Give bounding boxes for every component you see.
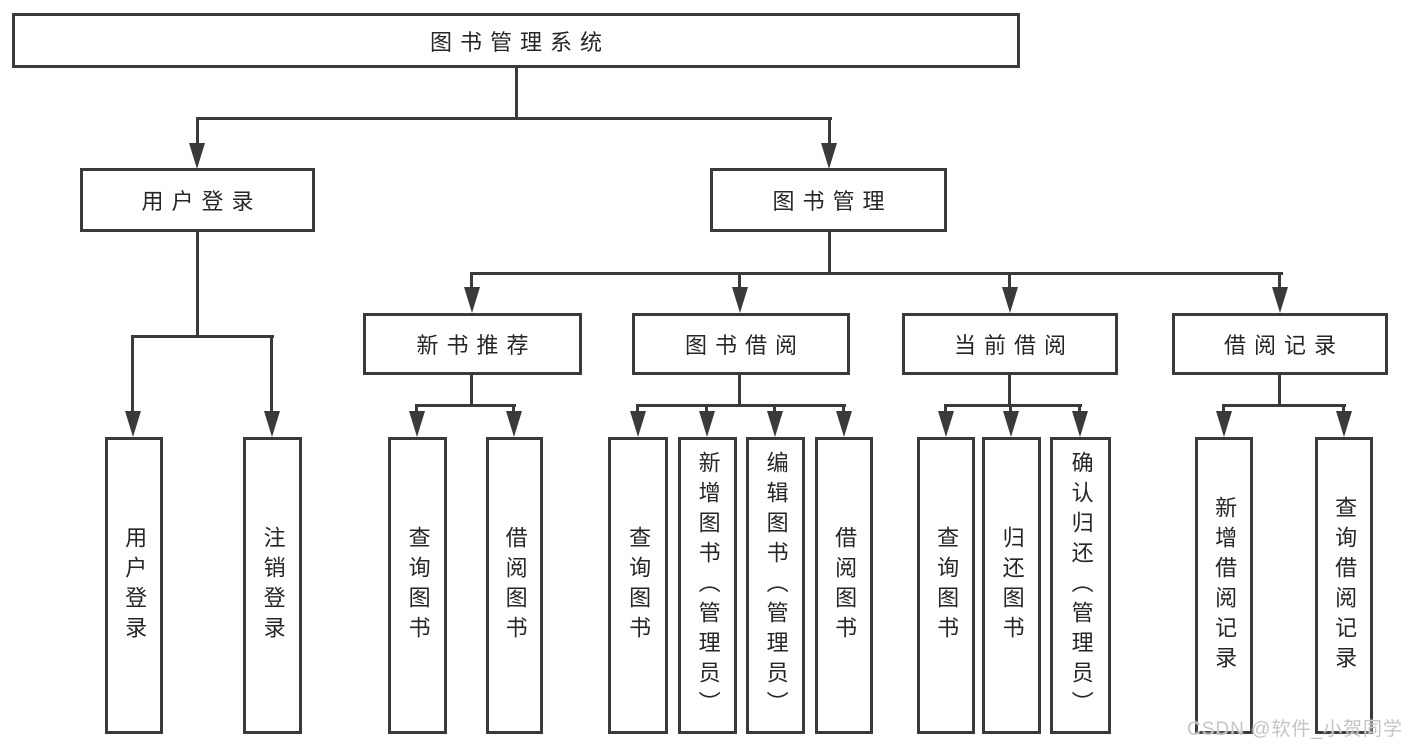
node-label: 当前借阅	[953, 333, 1074, 358]
node-label: 编辑图书（管理员）	[763, 450, 789, 721]
connector-borrow-records-drop	[1278, 275, 1281, 289]
leaf-return-books: 归还图书	[982, 437, 1041, 734]
node-label: 用户登录	[141, 189, 262, 214]
connector-login-drop	[131, 338, 134, 412]
connector-logout-drop	[270, 338, 273, 412]
connector-drop	[1222, 407, 1225, 413]
connector-book-borrowing-horizontal	[636, 404, 846, 407]
connector-root-horizontal	[196, 117, 832, 120]
node-library-management-system: 图书管理系统	[12, 13, 1020, 68]
connector-drop	[842, 407, 845, 413]
connector-drop	[512, 407, 515, 413]
arrow-to-new-book-recommendation	[464, 287, 480, 313]
connector-new-book-stem	[470, 375, 473, 407]
node-label: 用户登录	[122, 525, 148, 646]
leaf-borrow-books-1: 借阅图书	[486, 437, 543, 734]
connector-book-management-stem	[828, 232, 831, 275]
connector-borrow-records-horizontal	[1222, 404, 1346, 407]
connector-new-book-horizontal	[415, 404, 516, 407]
arrow-to-borrow-books-1	[506, 411, 522, 437]
node-label: 新增图书（管理员）	[695, 450, 721, 721]
leaf-query-books-1: 查询图书	[388, 437, 447, 734]
node-book-borrowing: 图书借阅	[632, 313, 850, 375]
node-label: 归还图书	[999, 525, 1025, 646]
leaf-edit-books-admin: 编辑图书（管理员）	[746, 437, 805, 734]
leaf-add-borrow-record: 新增借阅记录	[1195, 437, 1253, 734]
arrow-to-book-borrowing	[732, 287, 748, 313]
node-label: 确认归还（管理员）	[1068, 450, 1094, 721]
node-label: 注销登录	[260, 525, 286, 646]
node-current-borrowing: 当前借阅	[902, 313, 1118, 375]
arrow-to-query-books-3	[938, 411, 954, 437]
connector-book-management-horizontal	[470, 272, 1283, 275]
leaf-query-borrow-record: 查询借阅记录	[1315, 437, 1373, 734]
connector-drop	[944, 407, 947, 413]
arrow-to-return-books	[1003, 411, 1019, 437]
node-label: 新增借阅记录	[1212, 495, 1238, 676]
node-label: 借阅记录	[1223, 333, 1344, 358]
arrow-to-query-borrow-record	[1336, 411, 1352, 437]
arrow-to-current-borrowing	[1002, 287, 1018, 313]
csdn-watermark: CSDN @软件_小贺同学	[1187, 719, 1403, 740]
connector-current-borrowing-horizontal	[944, 404, 1082, 407]
arrow-to-borrow-books-2	[836, 411, 852, 437]
leaf-add-books-admin: 新增图书（管理员）	[678, 437, 737, 734]
leaf-borrow-books-2: 借阅图书	[815, 437, 873, 734]
node-new-book-recommendation: 新书推荐	[363, 313, 582, 375]
connector-drop	[415, 407, 418, 413]
node-borrow-records: 借阅记录	[1172, 313, 1388, 375]
leaf-query-books-2: 查询图书	[608, 437, 668, 734]
connector-borrow-records-stem	[1278, 375, 1281, 407]
connector-drop	[773, 407, 776, 413]
arrow-to-add-books	[699, 411, 715, 437]
arrow-to-add-borrow-record	[1216, 411, 1232, 437]
arrow-to-confirm-return	[1072, 411, 1088, 437]
connector-drop	[1342, 407, 1345, 413]
node-label: 查询图书	[626, 525, 652, 646]
node-label: 图书管理	[772, 189, 893, 214]
arrow-to-book-management	[821, 143, 837, 169]
node-label: 图书借阅	[684, 333, 805, 358]
connector-drop	[636, 407, 639, 413]
connector-root-stem	[515, 68, 518, 120]
leaf-query-books-3: 查询图书	[917, 437, 975, 734]
node-label: 图书管理系统	[429, 29, 610, 55]
node-book-management: 图书管理	[710, 168, 947, 232]
node-label: 借阅图书	[502, 525, 528, 646]
arrow-to-user-login	[189, 143, 205, 169]
node-label: 查询图书	[405, 525, 431, 646]
arrow-to-edit-books	[767, 411, 783, 437]
node-label: 查询借阅记录	[1332, 495, 1358, 676]
connector-current-borrowing-stem	[1008, 375, 1011, 407]
node-user-login: 用户登录	[80, 168, 315, 232]
node-label: 借阅图书	[832, 525, 858, 646]
arrow-to-logout	[264, 411, 280, 437]
arrow-to-login	[125, 411, 141, 437]
leaf-logout: 注销登录	[243, 437, 302, 734]
connector-drop	[1078, 407, 1081, 413]
leaf-confirm-return-admin: 确认归还（管理员）	[1050, 437, 1111, 734]
connector-book-management-drop	[828, 120, 831, 146]
connector-book-borrowing-drop	[738, 275, 741, 289]
connector-user-login-drop	[196, 120, 199, 146]
connector-book-borrowing-stem	[738, 375, 741, 407]
arrow-to-query-books-1	[409, 411, 425, 437]
connector-user-login-horizontal	[131, 335, 274, 338]
connector-current-borrowing-drop	[1008, 275, 1011, 289]
connector-user-login-stem	[196, 232, 199, 338]
arrow-to-borrow-records	[1272, 287, 1288, 313]
connector-new-book-drop	[470, 275, 473, 289]
arrow-to-query-books-2	[630, 411, 646, 437]
connector-drop	[705, 407, 708, 413]
leaf-user-login: 用户登录	[105, 437, 163, 734]
connector-drop	[1009, 407, 1012, 413]
node-label: 新书推荐	[416, 333, 537, 358]
node-label: 查询图书	[934, 525, 960, 646]
